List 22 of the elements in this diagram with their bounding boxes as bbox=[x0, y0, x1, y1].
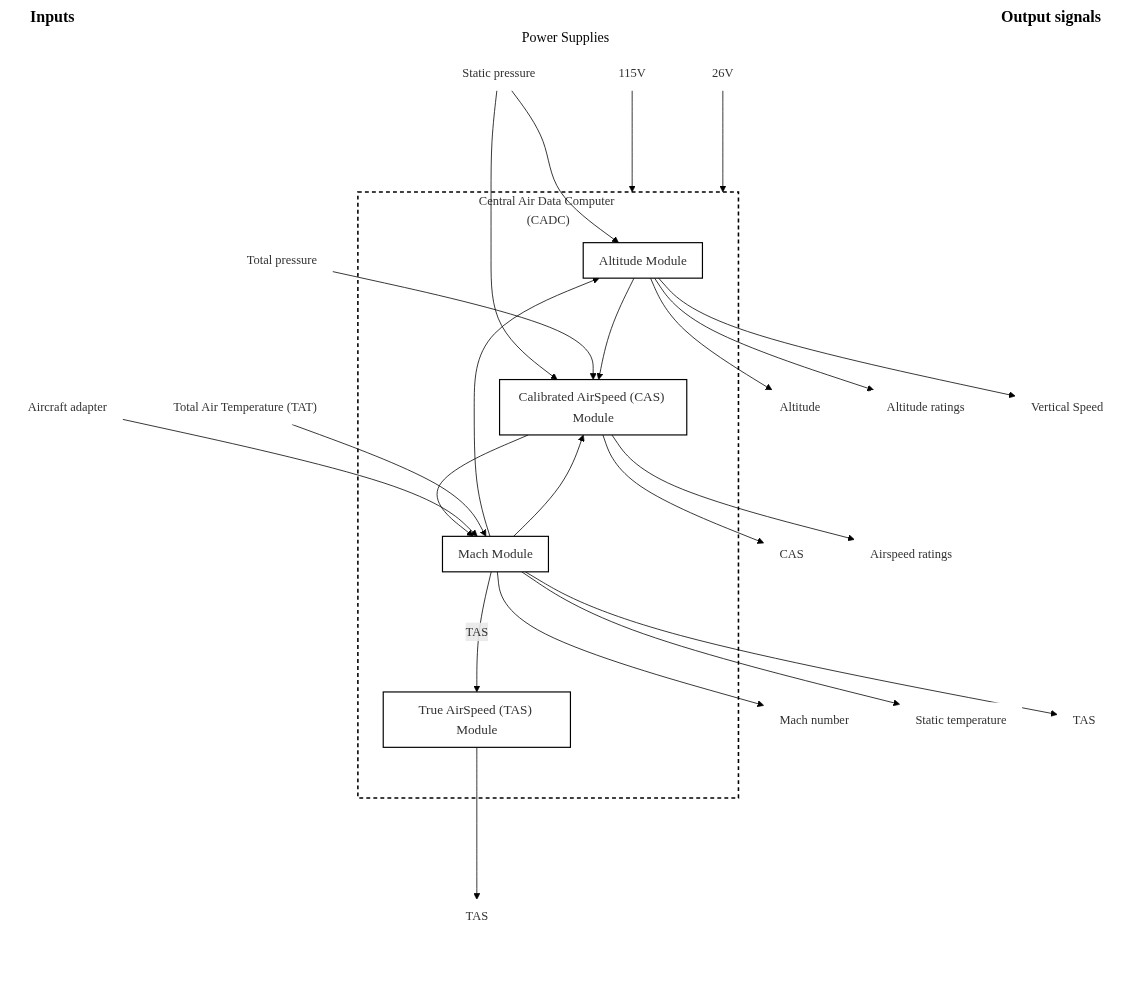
node-box: Altitude Module bbox=[582, 242, 704, 279]
column-heading: Output signals bbox=[1000, 8, 1101, 26]
node-text: 26V bbox=[712, 66, 734, 80]
node-text: Mach number bbox=[779, 712, 850, 726]
node-box: True AirSpeed (TAS) Module bbox=[382, 691, 571, 748]
note-text: Power Supplies bbox=[521, 30, 610, 45]
node-text: Static pressure bbox=[462, 66, 536, 80]
edge-label: TAS bbox=[465, 624, 489, 639]
column-heading: Inputs bbox=[30, 8, 75, 26]
node-text: Total Air Temperature (TAT) bbox=[173, 400, 317, 414]
node-text: CAS bbox=[779, 547, 804, 561]
node-text: 115V bbox=[618, 66, 646, 80]
node-text: TAS bbox=[1072, 712, 1096, 726]
node-text: Vertical Speed bbox=[1030, 400, 1104, 414]
node-box: Calibrated AirSpeed (CAS) Module bbox=[499, 378, 688, 436]
node-text: Total pressure bbox=[246, 253, 317, 267]
node-box: Mach Module bbox=[441, 535, 550, 573]
node-text: Airspeed ratings bbox=[869, 547, 953, 561]
node-text: TAS bbox=[465, 909, 489, 923]
node-text: Aircraft adapter bbox=[27, 400, 108, 414]
node-text: Altitude ratings bbox=[886, 400, 965, 414]
node-text: Altitude bbox=[779, 400, 821, 414]
